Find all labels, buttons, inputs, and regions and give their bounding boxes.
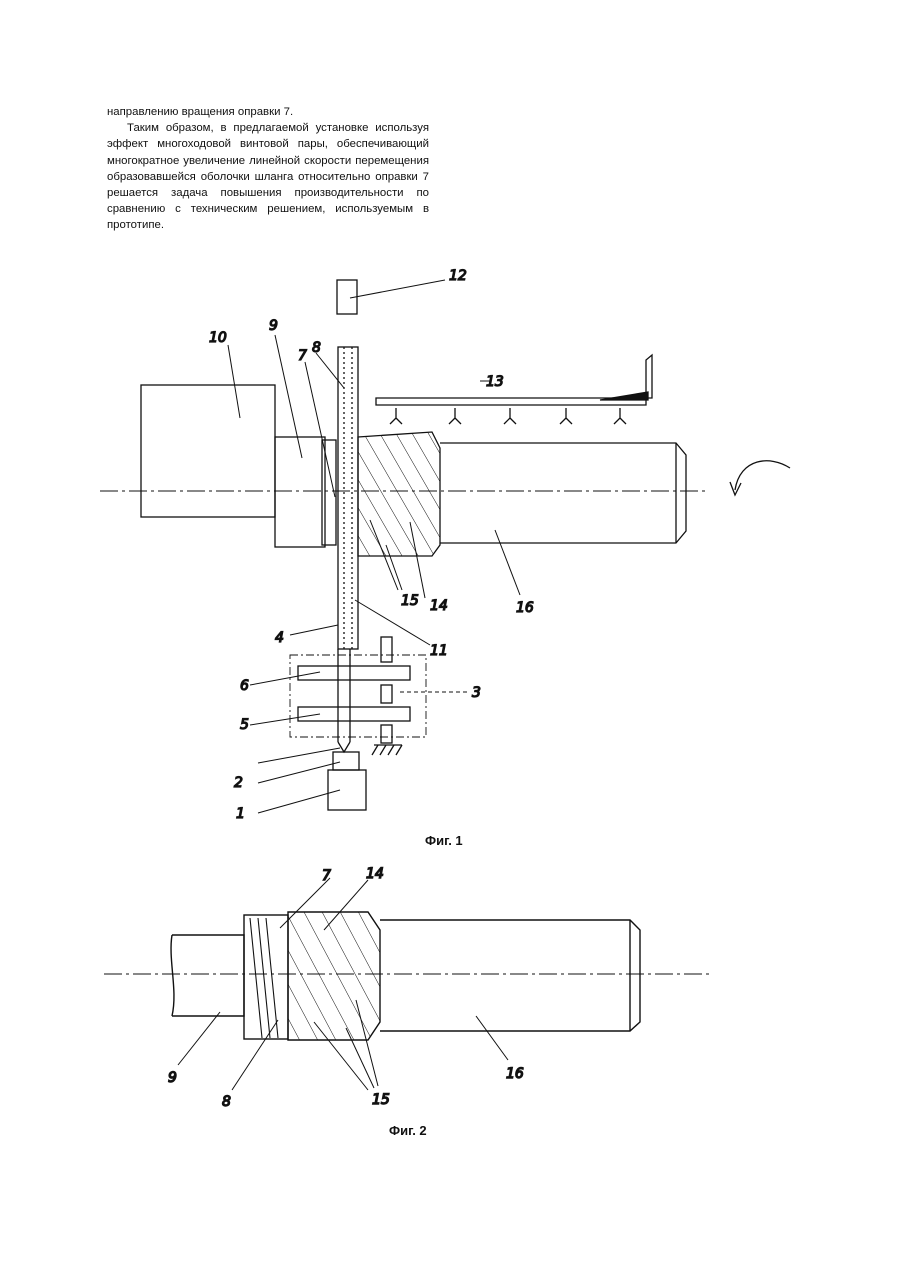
roller-frame [290,655,426,737]
extruder-1 [328,770,366,810]
drive-mid [381,685,392,703]
shaft-16 [440,443,686,543]
fig2-label-15: 15 [372,1092,390,1108]
fig2-label-9: 9 [168,1070,177,1086]
spray-nozzles [390,408,626,424]
fig1-label-2: 2 [234,775,243,791]
die-2 [333,752,359,770]
figure-2-caption: Фиг. 2 [389,1123,427,1138]
sprayer-13 [376,355,652,405]
rotation-arrow [735,461,790,490]
shaft-9 [275,437,325,547]
fig1-label-12: 12 [449,268,467,284]
figure-1-drawing: 10 9 7 8 12 13 15 14 16 11 4 6 3 5 2 1 [0,0,901,860]
fig1-label-13: 13 [486,374,504,390]
tube-8 [338,347,358,649]
fig2-label-16: 16 [506,1066,524,1082]
roller-5 [298,707,410,721]
fig1-label-6: 6 [240,678,249,694]
fig1-label-3: 3 [472,685,481,701]
fig2-label-14: 14 [366,866,384,882]
fig1-label-10: 10 [209,330,227,346]
fig2-label-8: 8 [222,1094,231,1110]
motor-block-10 [141,385,275,517]
fig1-label-11: 11 [430,643,448,659]
fig1-label-9: 9 [269,318,278,334]
fig1-label-1: 1 [236,806,245,822]
fig1-label-5: 5 [240,717,249,733]
drive-top [381,637,392,662]
figure-1-caption: Фиг. 1 [425,833,463,848]
fig2-flange-8 [244,915,288,1039]
fig1-label-15: 15 [401,593,419,609]
fig1-label-16: 16 [516,600,534,616]
fig2-shaft-16 [380,920,640,1031]
fig2-shaft-9 [172,935,244,1016]
fig1-label-4: 4 [275,630,284,646]
drive-bottom [381,725,392,743]
fig1-label-14: 14 [430,598,448,614]
fig2-label-7: 7 [322,868,331,884]
fig1-label-8: 8 [312,340,321,356]
fig1-label-7: 7 [298,348,307,364]
figure-2-drawing: 7 14 9 8 15 16 [0,855,901,1135]
